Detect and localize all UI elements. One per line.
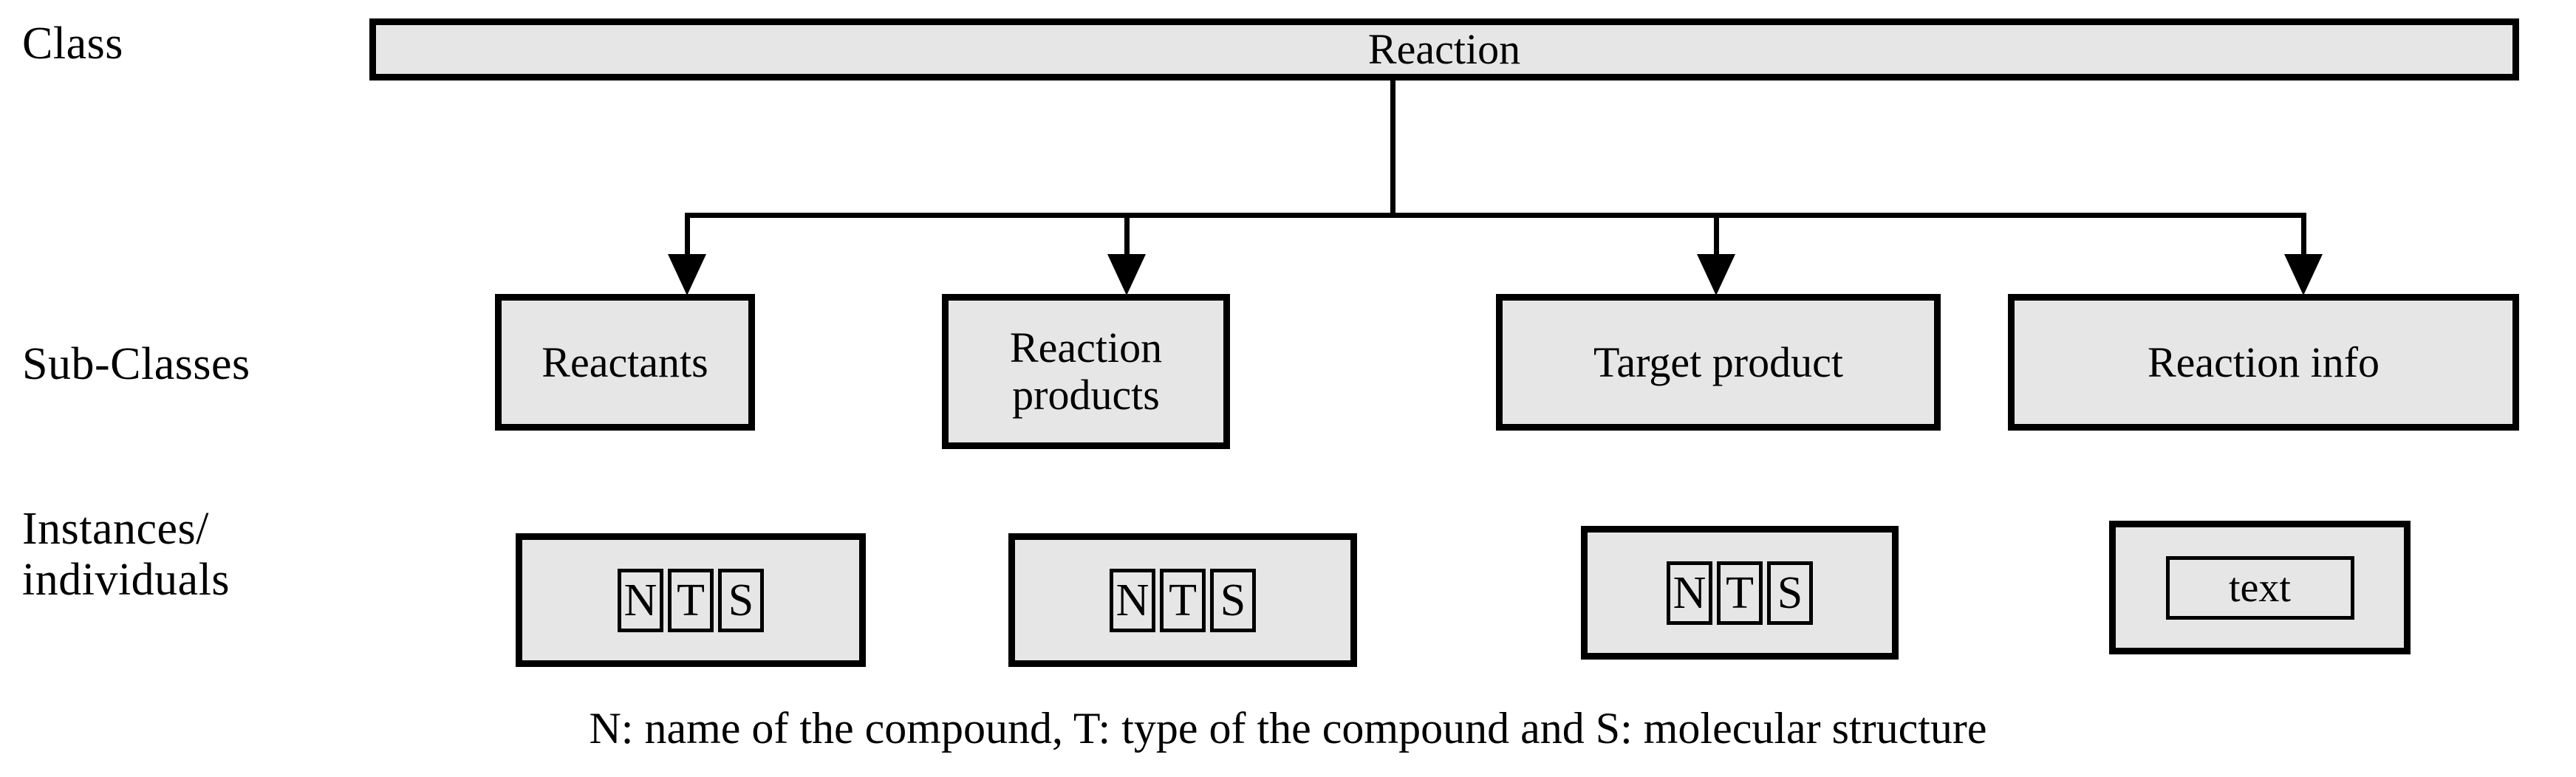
chip-structure[interactable]: S	[718, 568, 764, 632]
chip-text[interactable]: text	[2165, 555, 2354, 620]
connector-horizontal-bus	[687, 213, 2306, 218]
chip-name[interactable]: N	[1667, 561, 1712, 625]
sub-class-node-reaction-products[interactable]: Reaction products	[942, 294, 1230, 449]
nts-chip-group: N T S	[1667, 561, 1813, 625]
sub-class-node-reaction-info[interactable]: Reaction info	[2008, 294, 2519, 431]
arrowhead-icon-reaction-products	[1107, 254, 1146, 295]
arrowhead-icon-reactants	[668, 254, 706, 295]
row-label-instances-individuals: Instances/ individuals	[22, 504, 230, 606]
instance-node-reaction-info[interactable]: text	[2109, 521, 2411, 654]
sub-class-node-target-product-label: Target product	[1593, 338, 1843, 386]
legend-caption: N: name of the compound, T: type of the …	[589, 704, 1987, 753]
chip-name[interactable]: N	[618, 568, 663, 632]
instance-node-reactants[interactable]: N T S	[516, 533, 866, 667]
class-node-reaction-label: Reaction	[1367, 25, 1521, 74]
sub-class-node-reaction-info-label: Reaction info	[2147, 338, 2380, 386]
row-label-sub-classes: Sub-Classes	[22, 339, 250, 389]
connector-stem-center	[1390, 81, 1395, 217]
text-chip-group: text	[2165, 555, 2354, 620]
chip-name[interactable]: N	[1110, 568, 1155, 632]
connector-drop-reactants	[685, 213, 690, 259]
connector-drop-reaction-products	[1124, 213, 1130, 259]
nts-chip-group: N T S	[618, 568, 764, 632]
class-node-reaction[interactable]: Reaction	[369, 18, 2519, 81]
sub-class-node-target-product[interactable]: Target product	[1496, 294, 1941, 431]
sub-class-node-reactants[interactable]: Reactants	[495, 294, 755, 431]
sub-class-node-reactants-label: Reactants	[541, 338, 708, 386]
row-label-class: Class	[22, 18, 123, 69]
instance-node-target-product[interactable]: N T S	[1581, 526, 1899, 660]
sub-class-node-reaction-products-label: Reaction products	[1009, 324, 1163, 419]
nts-chip-group: N T S	[1110, 568, 1256, 632]
arrowhead-icon-reaction-info	[2284, 254, 2323, 295]
chip-type[interactable]: T	[668, 568, 714, 632]
chip-type[interactable]: T	[1160, 568, 1206, 632]
arrowhead-icon-target-product	[1697, 254, 1735, 295]
connector-drop-reaction-info	[2301, 213, 2306, 259]
instance-node-reaction-products[interactable]: N T S	[1008, 533, 1357, 667]
connector-drop-target-product	[1714, 213, 1719, 259]
chip-structure[interactable]: S	[1767, 561, 1813, 625]
chip-type[interactable]: T	[1717, 561, 1763, 625]
chip-structure[interactable]: S	[1210, 568, 1256, 632]
